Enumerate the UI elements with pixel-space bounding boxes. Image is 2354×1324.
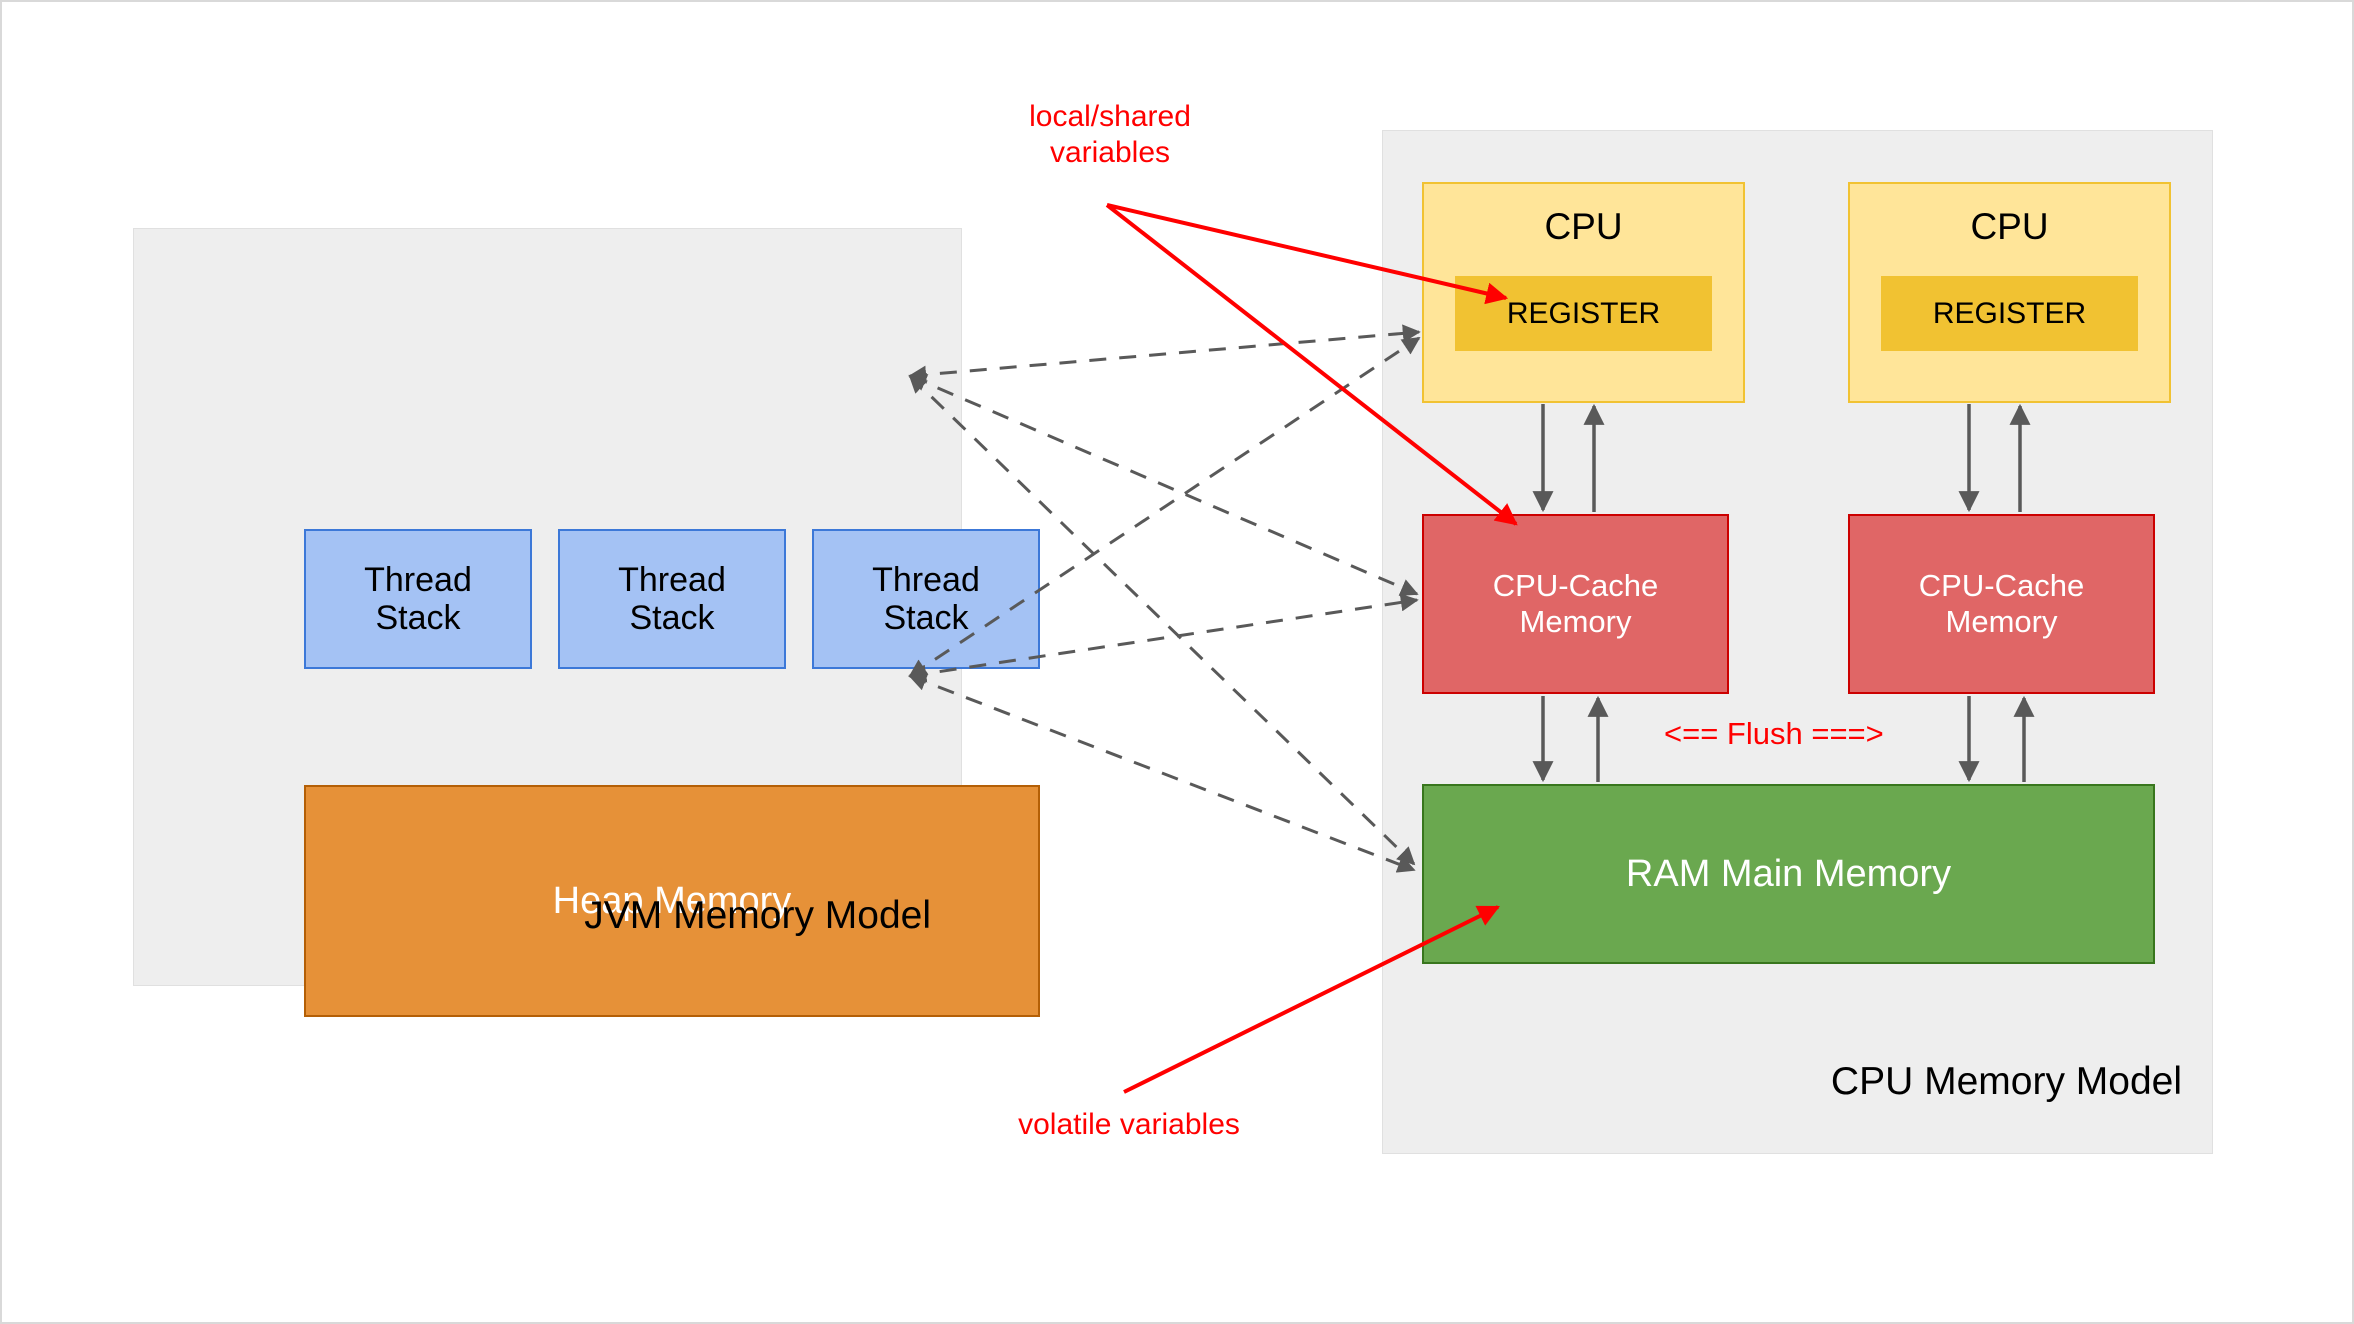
cpu-panel-title: CPU Memory Model	[1830, 1060, 2182, 1103]
cpu-box[interactable]: CPU REGISTER	[1848, 182, 2171, 403]
register-box[interactable]: REGISTER	[1881, 276, 2138, 351]
thread-stack-box[interactable]: Thread Stack	[304, 529, 532, 669]
thread-stack-box[interactable]: Thread Stack	[558, 529, 786, 669]
edge-threadstack-register	[908, 324, 1421, 384]
local-shared-variables-label: local/shared variables	[1029, 100, 1191, 169]
cpu-box[interactable]: CPU REGISTER	[1422, 182, 1745, 403]
ram-main-memory-box[interactable]: RAM Main Memory	[1422, 784, 2155, 964]
cpu-cache-memory-box[interactable]: CPU-Cache Memory	[1422, 514, 1729, 694]
register-box[interactable]: REGISTER	[1455, 276, 1712, 351]
cpu-label: CPU	[1544, 206, 1623, 247]
jvm-memory-model-panel: Thread Stack Thread Stack Thread Stack H…	[133, 228, 1040, 1017]
jvm-panel-title: JVM Memory Model	[584, 894, 931, 937]
flush-label: <== Flush ===>	[1664, 716, 1884, 751]
cpu-label: CPU	[1970, 206, 2049, 247]
cpu-cache-memory-box[interactable]: CPU-Cache Memory	[1848, 514, 2155, 694]
volatile-variables-label: volatile variables	[1018, 1108, 1240, 1141]
thread-stack-box[interactable]: Thread Stack	[812, 529, 1040, 669]
